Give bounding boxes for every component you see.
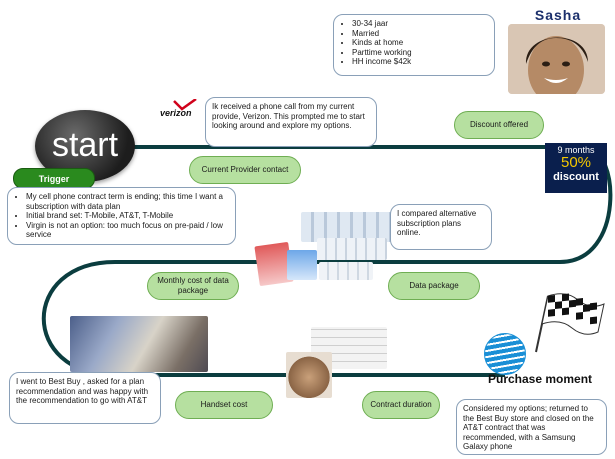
store-photo <box>70 316 208 372</box>
touchpoint-contract-duration: Contract duration <box>362 391 440 419</box>
trigger-point: My cell phone contract term is ending; t… <box>26 192 229 211</box>
touchpoint-handset-cost: Handset cost <box>175 391 273 419</box>
persona-detail: Married <box>352 29 488 39</box>
checkered-flag-icon <box>535 293 605 353</box>
persona-detail: HH income $42k <box>352 57 488 67</box>
considered-bubble: Considered my options; returned to the B… <box>456 399 607 455</box>
persona-detail: Kinds at home <box>352 38 488 48</box>
discount-badge-label: discount <box>553 171 599 183</box>
verizon-logo: verizon <box>160 97 200 119</box>
touchpoint-monthly-cost: Monthly cost of data package <box>147 272 239 300</box>
discount-badge: 9 months 50% discount <box>545 143 607 193</box>
phone-plans-collage <box>254 206 392 287</box>
trigger-bubble: My cell phone contract term is ending; t… <box>7 187 236 245</box>
start-label: start <box>51 126 119 164</box>
trigger-badge: Trigger <box>13 168 95 189</box>
discount-badge-months: 9 months <box>557 145 595 155</box>
best-buy-bubble: I went to Best Buy , asked for a plan re… <box>9 372 161 424</box>
discount-badge-percent: 50% <box>560 154 592 171</box>
persona-details-bubble: 30-34 jaar Married Kinds at home Parttim… <box>333 14 495 76</box>
att-globe-logo <box>484 333 526 375</box>
phone-call-bubble: Ik received a phone call from my current… <box>205 97 377 147</box>
persona-photo <box>508 24 605 94</box>
purchase-moment-label: Purchase moment <box>488 372 593 386</box>
persona-name: Sasha <box>534 7 582 23</box>
handshake-photo <box>286 352 332 398</box>
trigger-label: Trigger <box>38 173 70 184</box>
trigger-point: Virgin is not an option: too much focus … <box>26 221 229 240</box>
touchpoint-current-provider: Current Provider contact <box>189 156 301 184</box>
compared-bubble: I compared alternative subscription plan… <box>390 204 492 250</box>
touchpoint-discount-offered: Discount offered <box>454 111 544 139</box>
verizon-logo-text: verizon <box>160 108 192 118</box>
touchpoint-data-package: Data package <box>388 272 480 300</box>
trigger-point: Initial brand set: T-Mobile, AT&T, T-Mob… <box>26 211 229 221</box>
persona-detail: Parttime working <box>352 48 488 58</box>
persona-detail: 30-34 jaar <box>352 19 488 29</box>
